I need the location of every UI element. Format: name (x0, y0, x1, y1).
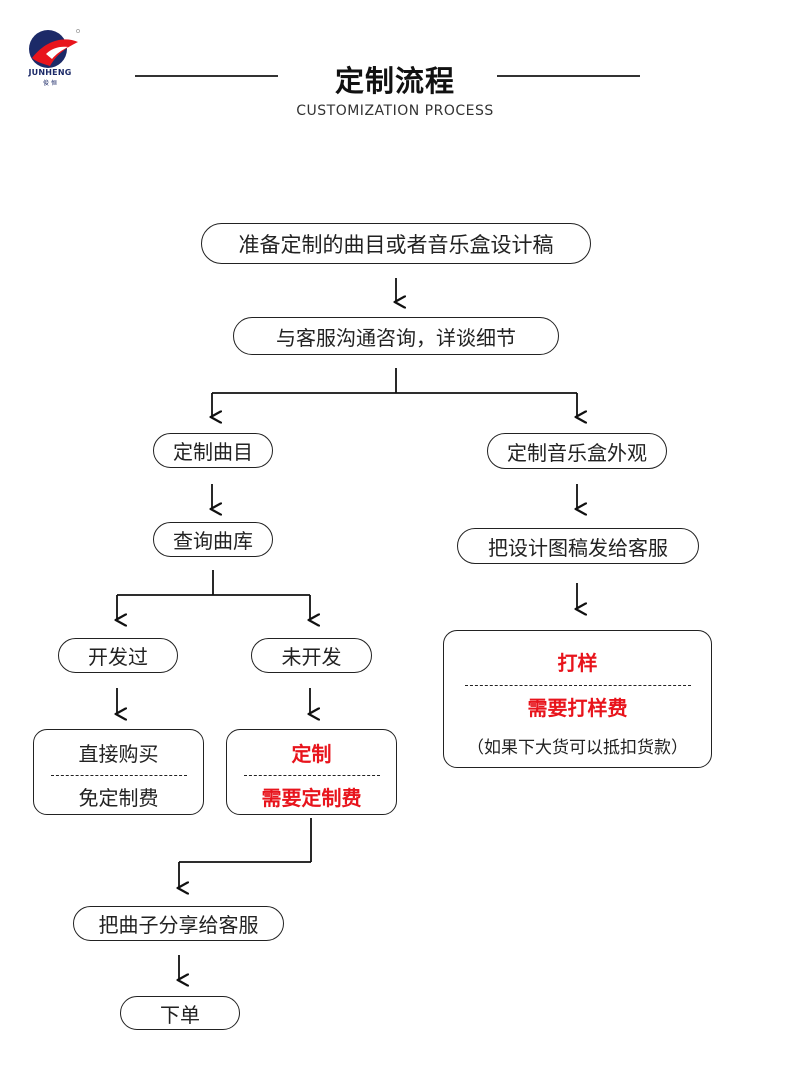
step-consult-service: 与客服沟通咨询，详谈细节 (233, 317, 559, 355)
dashed-divider (243, 775, 380, 776)
text-sample: 打样 (557, 651, 598, 675)
step-prepare-design: 准备定制的曲目或者音乐盒设计稿 (201, 223, 591, 264)
step-share-track: 把曲子分享给客服 (73, 906, 284, 941)
box-custom: 定制 需要定制费 (226, 729, 397, 815)
text-direct-buy: 直接购买 (78, 742, 159, 766)
step-send-design: 把设计图稿发给客服 (457, 528, 699, 564)
page-subtitle: CUSTOMIZATION PROCESS (296, 103, 494, 119)
text-need-custom-fee: 需要定制费 (261, 786, 362, 810)
logo-subtext: 俊 恒 (43, 80, 57, 87)
text-need-sample-fee: 需要打样费 (527, 696, 628, 720)
brand-logo (29, 29, 80, 68)
step-developed: 开发过 (58, 638, 178, 673)
text-custom: 定制 (291, 742, 332, 766)
title-rule-left (135, 75, 278, 77)
step-custom-appearance: 定制音乐盒外观 (487, 433, 667, 469)
step-custom-track: 定制曲目 (153, 433, 273, 468)
dashed-divider (50, 775, 187, 776)
page-title: 定制流程 (334, 64, 455, 98)
logo-text: JUNHENG (28, 68, 72, 77)
step-place-order: 下单 (120, 996, 240, 1030)
box-sample: 打样 需要打样费 （如果下大货可以抵扣货款） (443, 630, 712, 768)
dashed-divider (464, 685, 691, 686)
step-query-library: 查询曲库 (153, 522, 273, 557)
text-deduct-note: （如果下大货可以抵扣货款） (467, 738, 688, 758)
step-not-developed: 未开发 (251, 638, 372, 673)
title-rule-right (497, 75, 640, 77)
text-free-fee: 免定制费 (78, 786, 159, 810)
box-direct-buy: 直接购买 免定制费 (33, 729, 204, 815)
